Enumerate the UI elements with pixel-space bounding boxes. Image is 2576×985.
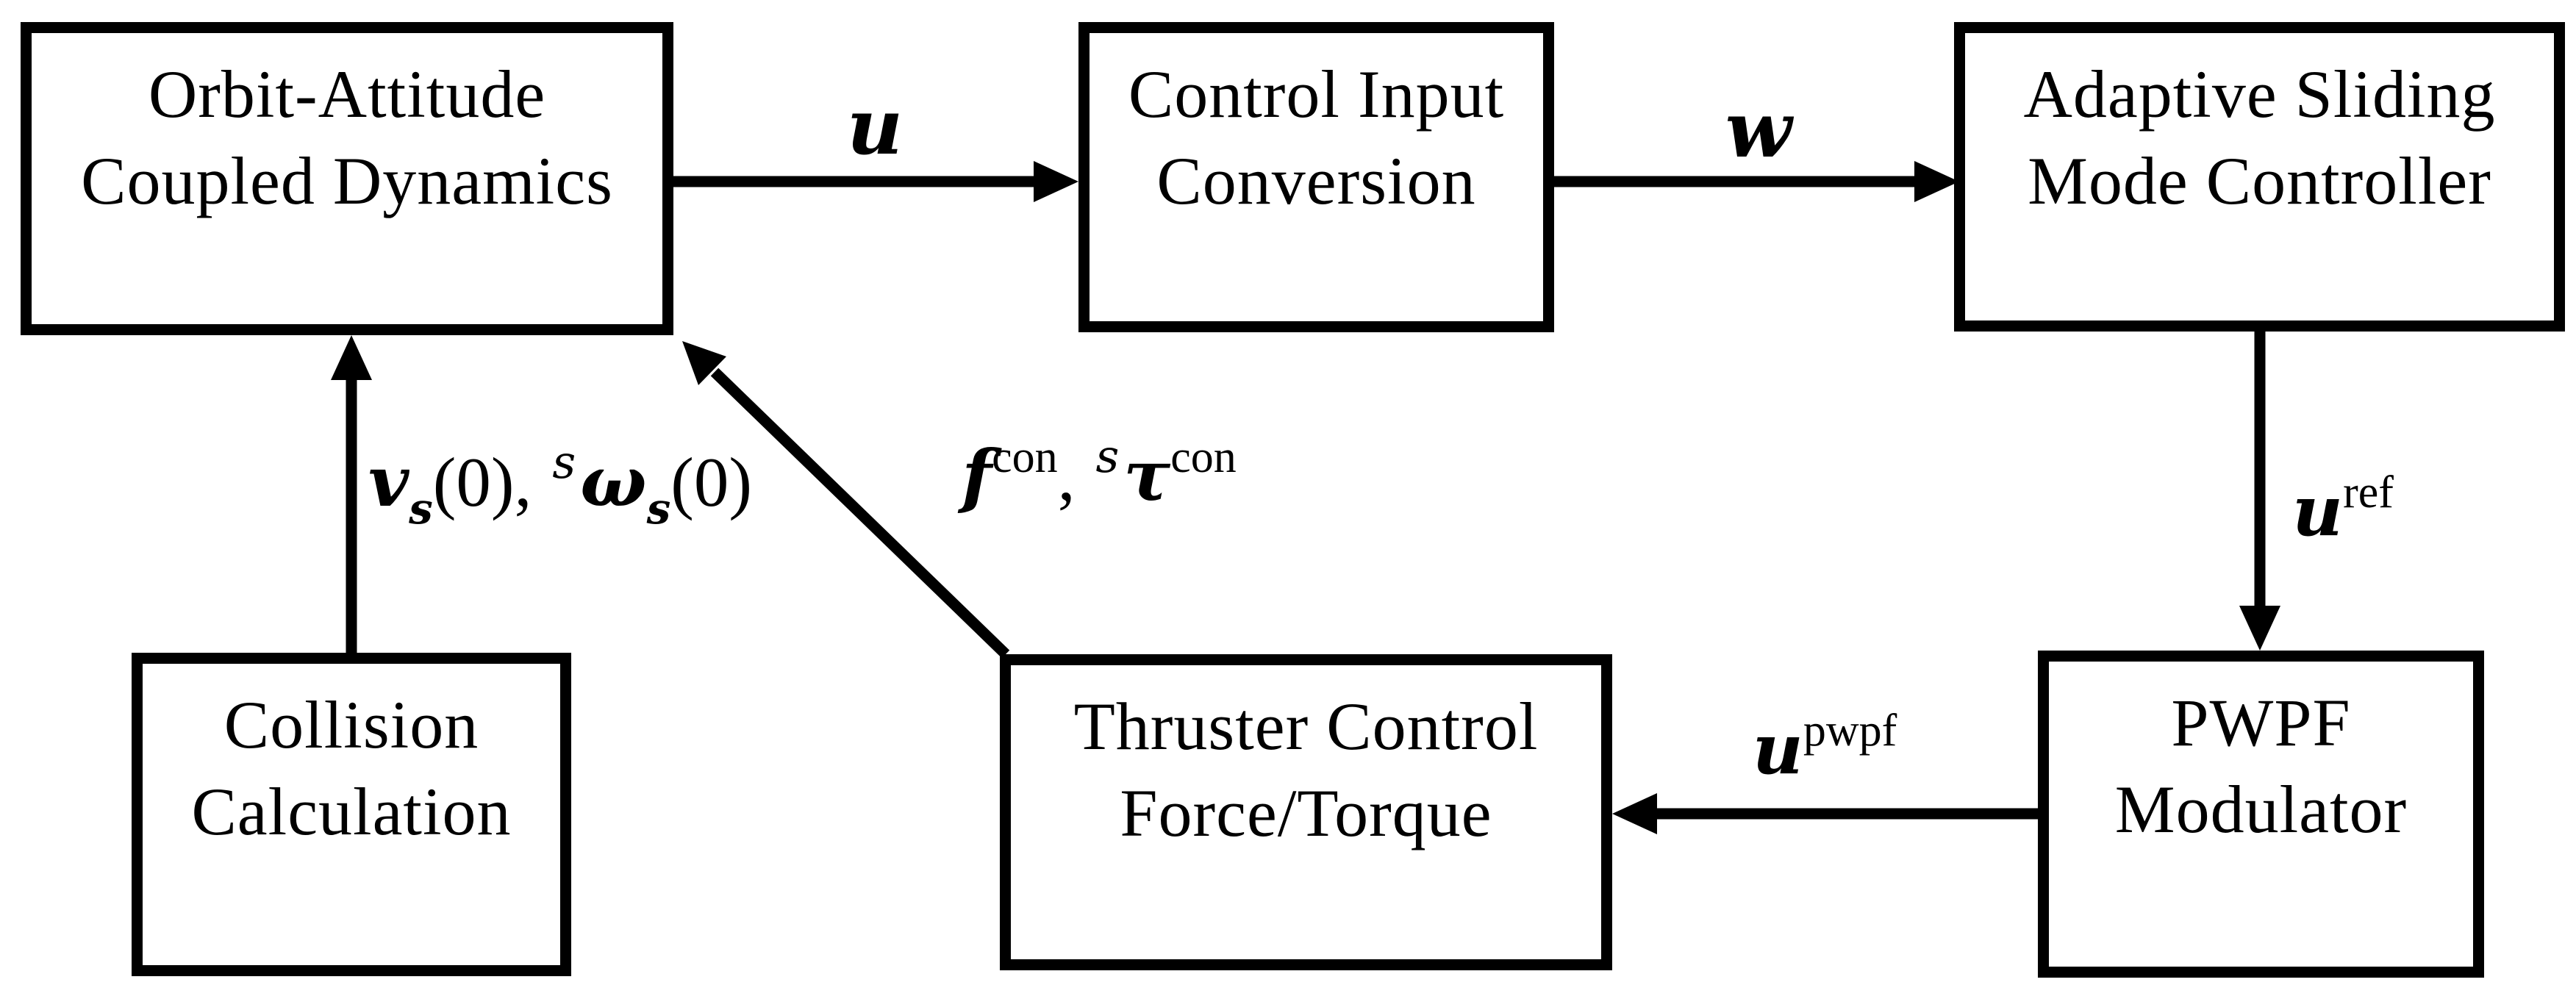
block-label-line2: Force/Torque — [1120, 776, 1492, 850]
arrowhead-right-icon — [1914, 161, 1959, 202]
block-pwpf-modulator: PWPF Modulator — [2038, 651, 2484, 978]
arrow-u-pwpf — [1612, 793, 2038, 834]
arrowhead-left-icon — [1612, 793, 1657, 834]
arrow-v-omega — [331, 335, 372, 653]
signal-v-omega-label: vs(0),sωs(0) — [368, 435, 753, 534]
block-label-line2: Mode Controller — [2028, 143, 2491, 218]
block-adaptive-sliding-mode-controller: Adaptive Sliding Mode Controller — [1954, 22, 2565, 332]
arrow-u-ref — [2239, 332, 2280, 651]
block-label: Adaptive Sliding Mode Controller — [1965, 51, 2554, 224]
block-label-line1: Thruster Control — [1073, 689, 1539, 764]
block-control-input-conversion: Control Input Conversion — [1078, 22, 1554, 332]
block-label: Control Input Conversion — [1090, 51, 1543, 224]
block-label-line1: PWPF — [2171, 685, 2351, 760]
block-label-line1: Control Input — [1128, 57, 1505, 132]
block-label: Collision Calculation — [143, 681, 560, 855]
block-thruster-control-force-torque: Thruster Control Force/Torque — [1000, 654, 1612, 970]
signal-w-label: w — [1725, 84, 1792, 175]
arrowhead-up-icon — [331, 335, 372, 380]
block-label-line2: Calculation — [191, 774, 512, 849]
block-label-line1: Collision — [223, 687, 479, 762]
block-label: PWPF Modulator — [2049, 679, 2473, 853]
block-label-line1: Orbit-Attitude — [148, 57, 546, 132]
arrowhead-right-icon — [1034, 161, 1078, 202]
arrowhead-down-icon — [2239, 606, 2280, 651]
block-label-line2: Coupled Dynamics — [81, 143, 613, 218]
block-label: Thruster Control Force/Torque — [1011, 683, 1601, 856]
block-label: Orbit-Attitude Coupled Dynamics — [32, 51, 662, 224]
signal-u-label: u — [846, 81, 904, 172]
block-collision-calculation: Collision Calculation — [132, 653, 571, 976]
block-orbit-attitude-coupled-dynamics: Orbit-Attitude Coupled Dynamics — [21, 22, 673, 335]
signal-u-pwpf-label: upwpf — [1752, 706, 1897, 790]
block-label-line2: Conversion — [1156, 143, 1476, 218]
arrow-f-tau — [682, 341, 1010, 659]
signal-f-tau-label: fcon,sτcon — [962, 429, 1237, 517]
arrow-u — [673, 161, 1078, 202]
block-label-line2: Modulator — [2114, 772, 2408, 847]
arrowhead-up-left-icon — [682, 341, 726, 385]
signal-u-ref-label: uref — [2292, 468, 2394, 552]
block-label-line1: Adaptive Sliding — [2023, 57, 2496, 132]
arrow-w — [1554, 161, 1959, 202]
